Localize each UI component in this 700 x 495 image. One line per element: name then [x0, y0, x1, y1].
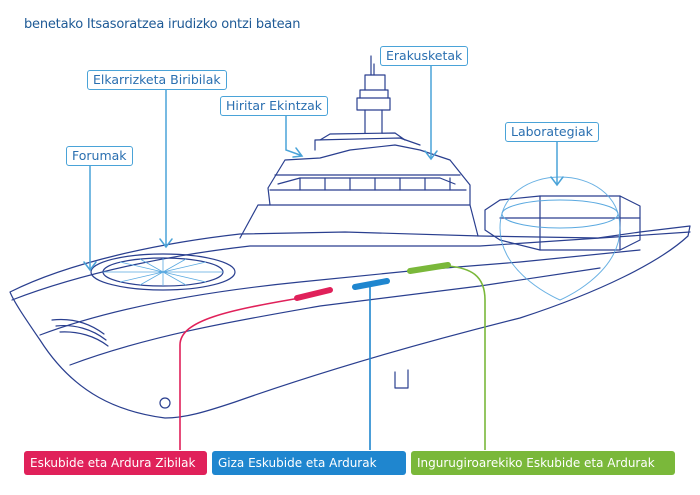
category-human-rights: Giza Eskubide eta Ardurak — [212, 451, 406, 475]
category-civil-rights: Eskubide eta Ardura Zibilak — [24, 451, 207, 475]
category-environmental-rights: Ingurugiroarekiko Eskubide eta Ardurak — [411, 451, 675, 475]
callout-erakusketak: Erakusketak — [380, 46, 469, 66]
callout-hiritar-ekintzak: Hiritar Ekintzak — [220, 96, 329, 116]
callout-elkarrizketa-biribilak: Elkarrizketa Biribilak — [87, 70, 227, 90]
callout-forumak: Forumak — [66, 146, 133, 166]
page-title: benetako Itsasoratzea irudizko ontzi bat… — [24, 17, 301, 32]
hull — [9, 225, 691, 419]
callout-laborategiak: Laborategiak — [505, 122, 599, 142]
